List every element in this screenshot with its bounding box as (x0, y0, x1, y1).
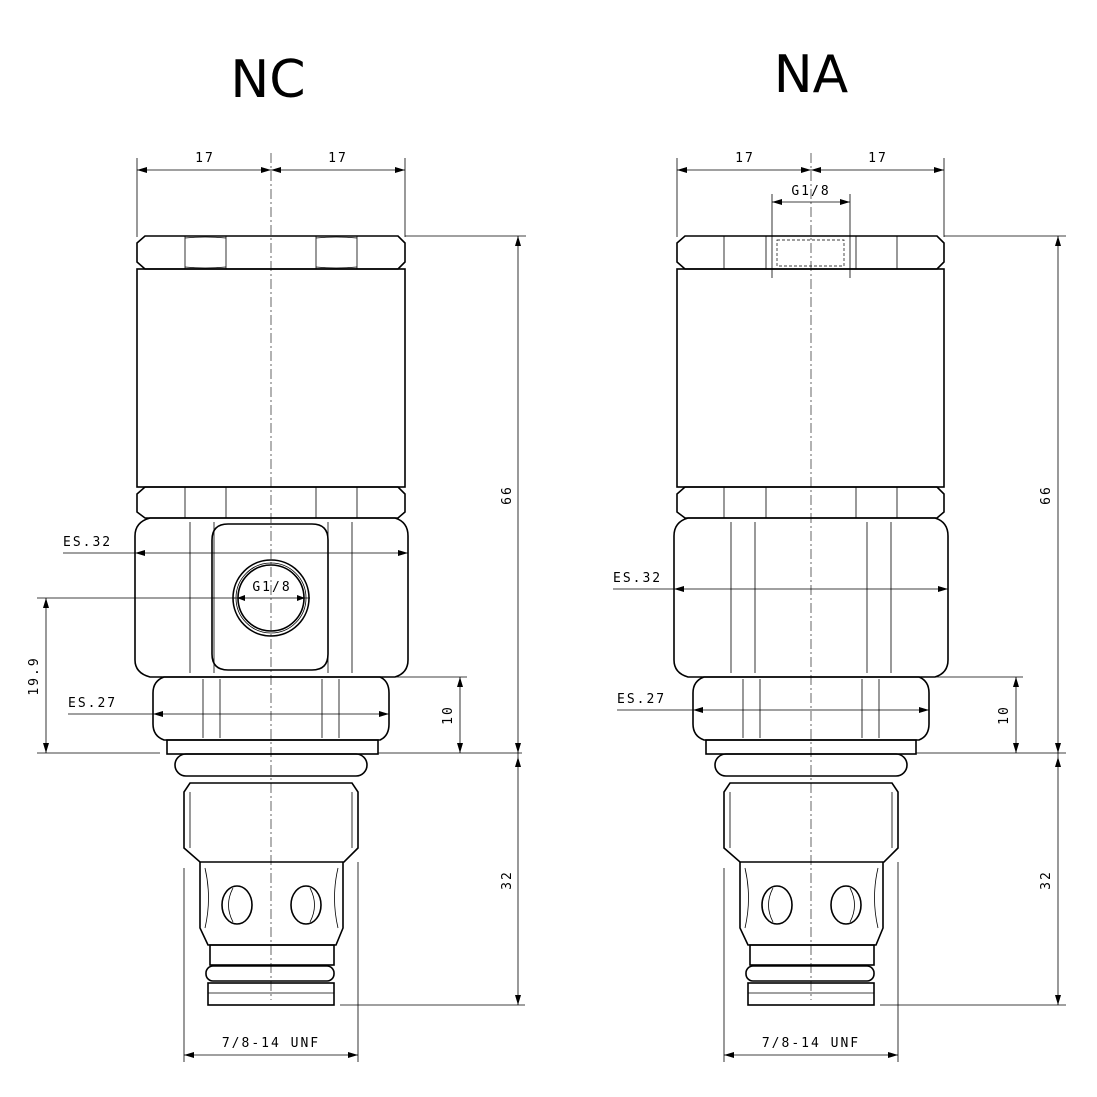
nc-view: NC 17 17 (27, 50, 526, 1062)
nc-orifice-right (290, 885, 322, 925)
nc-thread-dimension: 7/8-14 UNF (183, 862, 359, 1062)
nc-hex-body (134, 517, 409, 678)
nc-lower-height-label: 10 (441, 705, 456, 725)
nc-es27-dimension: ES.27 (68, 696, 389, 717)
nc-dim-right-17: 17 (328, 151, 348, 166)
nc-orifice-left (221, 885, 253, 925)
na-cartridge-length-label: 32 (1039, 870, 1054, 890)
na-orifice-right (830, 885, 862, 925)
na-es27-dimension: ES.27 (617, 692, 929, 713)
nc-port-height-dimension: 19.9 (27, 597, 235, 754)
na-thread-dimension: 7/8-14 UNF (723, 862, 899, 1062)
nc-port-label: G1/8 (252, 580, 291, 595)
nc-dim-left-17: 17 (195, 151, 215, 166)
nc-middle-nut (136, 486, 406, 519)
na-orifice-left (761, 885, 793, 925)
na-view: NA 17 17 G1/8 (613, 45, 1066, 1062)
na-top-nut (676, 235, 945, 270)
na-top-width-dimension: 17 17 (676, 151, 945, 237)
nc-cartridge-length-dimension: 32 (340, 753, 525, 1006)
na-coil-body (676, 268, 945, 488)
na-upper-length-label: 66 (1039, 485, 1054, 505)
nc-lower-height-dimension: 10 (378, 676, 522, 754)
nc-es27-label: ES.27 (68, 696, 117, 711)
na-es32-dimension: ES.32 (613, 571, 948, 592)
nc-cartridge (174, 753, 368, 1006)
nc-top-width-dimension: 17 17 (136, 151, 406, 237)
nc-es32-dimension: ES.32 (63, 535, 408, 556)
na-lower-height-dimension: 10 (916, 676, 1066, 754)
nc-title: NC (230, 50, 305, 110)
na-middle-nut (676, 486, 945, 519)
na-thread-label: 7/8-14 UNF (762, 1036, 860, 1051)
na-cartridge-length-dimension: 32 (880, 753, 1066, 1006)
nc-upper-length-dimension: 66 (405, 235, 526, 753)
na-es27-label: ES.27 (617, 692, 666, 707)
nc-lower-nut (152, 676, 390, 741)
na-dim-left-17: 17 (735, 151, 755, 166)
nc-cartridge-length-label: 32 (500, 870, 515, 890)
na-upper-length-dimension: 66 (944, 235, 1066, 753)
na-dim-right-17: 17 (868, 151, 888, 166)
nc-port-height-label: 19.9 (27, 656, 42, 695)
nc-port-dimension: G1/8 (233, 580, 310, 601)
nc-thread-label: 7/8-14 UNF (222, 1036, 320, 1051)
nc-upper-length-label: 66 (500, 485, 515, 505)
na-top-port-label: G1/8 (791, 184, 830, 199)
na-lower-nut (692, 676, 930, 741)
nc-base-collar (166, 739, 379, 755)
na-lower-height-label: 10 (997, 705, 1012, 725)
nc-es32-label: ES.32 (63, 535, 112, 550)
na-title: NA (774, 45, 849, 105)
na-es32-label: ES.32 (613, 571, 662, 586)
